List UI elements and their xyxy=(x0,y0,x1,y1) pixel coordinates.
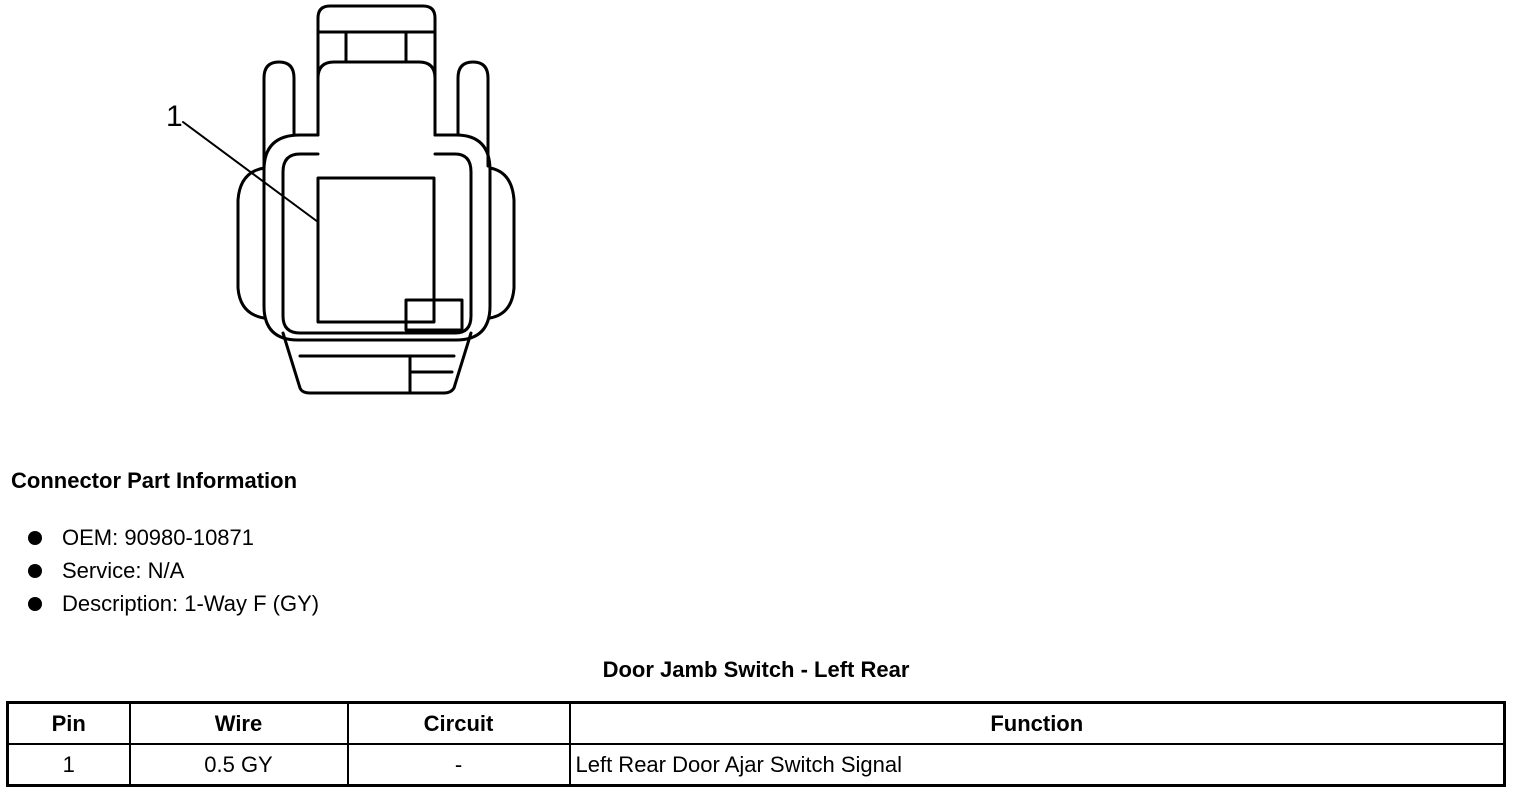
column-header-pin: Pin xyxy=(6,701,131,745)
list-item: OEM: 90980-10871 xyxy=(28,521,319,554)
table-row: 1 0.5 GY - Left Rear Door Ajar Switch Si… xyxy=(6,743,1506,787)
inner-housing xyxy=(281,152,473,335)
left-prong xyxy=(262,60,296,168)
list-item: Service: N/A xyxy=(28,554,319,587)
column-header-circuit: Circuit xyxy=(346,701,571,745)
connector-info-list: OEM: 90980-10871 Service: N/A Descriptio… xyxy=(28,521,319,620)
right-side-lug xyxy=(488,166,516,320)
connector-description: Description: 1-Way F (GY) xyxy=(62,590,320,616)
terminal-cavity xyxy=(316,176,436,324)
callout-label: 1 xyxy=(166,100,183,133)
terminal-lock xyxy=(404,298,464,332)
callout-leader-line xyxy=(182,121,319,223)
column-header-wire: Wire xyxy=(128,701,349,745)
pinout-table-title: Door Jamb Switch - Left Rear xyxy=(602,657,910,682)
bullet-icon xyxy=(28,530,42,545)
left-side-lug xyxy=(236,166,266,320)
pinout-table: Pin Wire Circuit Function 1 0.5 GY - Lef… xyxy=(6,701,1506,787)
table-header-row: Pin Wire Circuit Function xyxy=(6,701,1506,745)
right-prong xyxy=(456,60,490,168)
cell-pin: 1 xyxy=(6,743,131,787)
bottom-lock xyxy=(281,331,473,395)
cell-wire: 0.5 GY xyxy=(128,743,349,787)
service-part-number: Service: N/A xyxy=(62,557,185,583)
connector-info-heading: Connector Part Information xyxy=(11,468,298,493)
cell-function: Left Rear Door Ajar Switch Signal xyxy=(568,743,1506,787)
connector-face-diagram: 1 xyxy=(166,4,516,395)
top-latch xyxy=(316,4,437,137)
bullet-icon xyxy=(28,596,42,611)
list-item: Description: 1-Way F (GY) xyxy=(28,587,319,620)
bullet-icon xyxy=(28,563,42,578)
column-header-function: Function xyxy=(568,701,1506,745)
oem-part-number: OEM: 90980-10871 xyxy=(62,524,255,550)
outer-housing xyxy=(262,133,492,342)
cell-circuit: - xyxy=(346,743,571,787)
